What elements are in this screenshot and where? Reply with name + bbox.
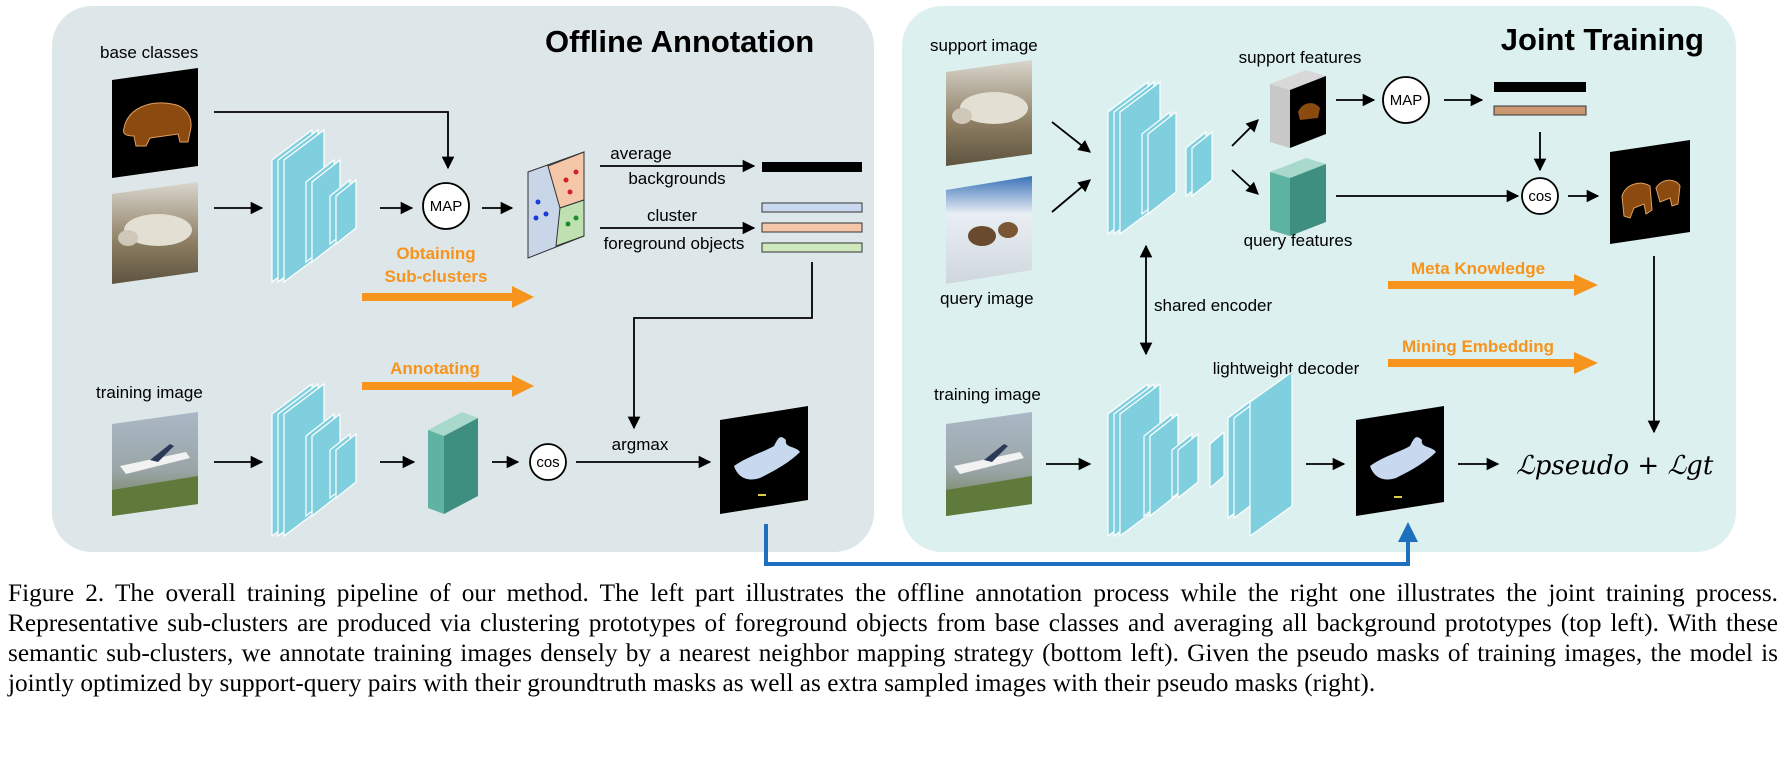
figure-caption: Figure 2. The overall training pipeline …	[8, 579, 1778, 697]
support-sheep-photo	[946, 60, 1032, 166]
training-image-label-left: training image	[96, 383, 203, 402]
background-prototype-bar-right	[1494, 82, 1586, 92]
encoder-top-left	[271, 128, 357, 284]
query-feature-cube-left	[428, 412, 478, 514]
cos-circle-left	[529, 443, 567, 481]
loss-formula: ℒpseudo + ℒgt	[1516, 451, 1714, 481]
base-classes-label: base classes	[100, 43, 198, 62]
cos-circle-right	[1521, 177, 1559, 215]
query-feature-cube-right	[1270, 158, 1326, 236]
query-image-label: query image	[940, 289, 1034, 308]
sheep-photo	[112, 182, 198, 284]
map-label-right: MAP	[1390, 92, 1423, 109]
orange-arrow-annotating	[362, 375, 534, 397]
encoder-bottom-left	[271, 382, 357, 538]
cluster-label: cluster	[647, 206, 697, 225]
support-image-label: support image	[930, 36, 1038, 55]
map-circle-right	[1382, 76, 1430, 124]
cluster-bar-orange	[761, 222, 863, 233]
query-prediction-mask	[1610, 140, 1690, 244]
map-circle-left	[422, 182, 470, 230]
meta-knowledge-label: Meta Knowledge	[1411, 259, 1545, 278]
backgrounds-label: backgrounds	[628, 169, 725, 188]
foreground-objects-label: foreground objects	[604, 234, 745, 253]
obtaining-label: Obtaining	[396, 244, 475, 263]
joint-title: Joint Training	[1501, 22, 1704, 57]
sub-clusters-label: Sub-clusters	[385, 267, 488, 286]
offline-panel	[52, 6, 874, 552]
encoder-decoder-bottom-right	[1107, 370, 1293, 538]
argmax-label: argmax	[612, 435, 669, 454]
map-label-left: MAP	[430, 198, 463, 215]
offline-title: Offline Annotation	[545, 24, 814, 59]
arrow-encoder-to-query-feat	[1231, 169, 1259, 195]
cos-label-left: cos	[536, 454, 559, 471]
shared-encoder-label: shared encoder	[1154, 296, 1272, 315]
query-features-label: query features	[1244, 231, 1353, 250]
airplane-photo-right	[946, 412, 1032, 516]
pseudo-mask-right	[1356, 406, 1444, 516]
cos-label-right: cos	[1528, 188, 1551, 205]
mining-embedding-label: Mining Embedding	[1402, 337, 1554, 356]
orange-arrow-obtaining	[362, 286, 534, 308]
arrow-encoder-to-support-feat	[1231, 119, 1259, 147]
foreground-prototype-bar-right	[1493, 105, 1587, 116]
orange-arrow-meta-knowledge	[1388, 274, 1598, 296]
voronoi-clusters	[527, 151, 585, 259]
support-feature-cube	[1270, 70, 1326, 148]
airplane-photo-left	[112, 412, 198, 516]
arrow-support-to-encoder	[1051, 121, 1091, 153]
arrow-clusters-to-argmax	[627, 262, 813, 430]
orange-arrow-mining-embedding	[1388, 352, 1598, 374]
pseudo-mask-transfer-arrow	[764, 522, 1418, 566]
pipeline-diagram: Offline Annotation base classes MAP aver…	[52, 6, 1736, 566]
support-features-label: support features	[1239, 48, 1362, 67]
cluster-bar-blue	[761, 202, 863, 213]
pseudo-mask-left	[720, 406, 808, 514]
training-image-label-right: training image	[934, 385, 1041, 404]
background-prototype-bar	[762, 162, 862, 172]
lightweight-decoder-label: lightweight decoder	[1213, 359, 1360, 378]
query-goats-photo	[946, 176, 1032, 284]
arrow-mask-to-map	[214, 111, 455, 170]
cluster-bar-green	[761, 242, 863, 253]
average-label: average	[610, 144, 671, 163]
encoder-top-right	[1107, 80, 1213, 236]
base-class-mask	[112, 68, 198, 178]
annotating-label: Annotating	[390, 359, 480, 378]
arrow-query-to-encoder	[1051, 179, 1091, 213]
